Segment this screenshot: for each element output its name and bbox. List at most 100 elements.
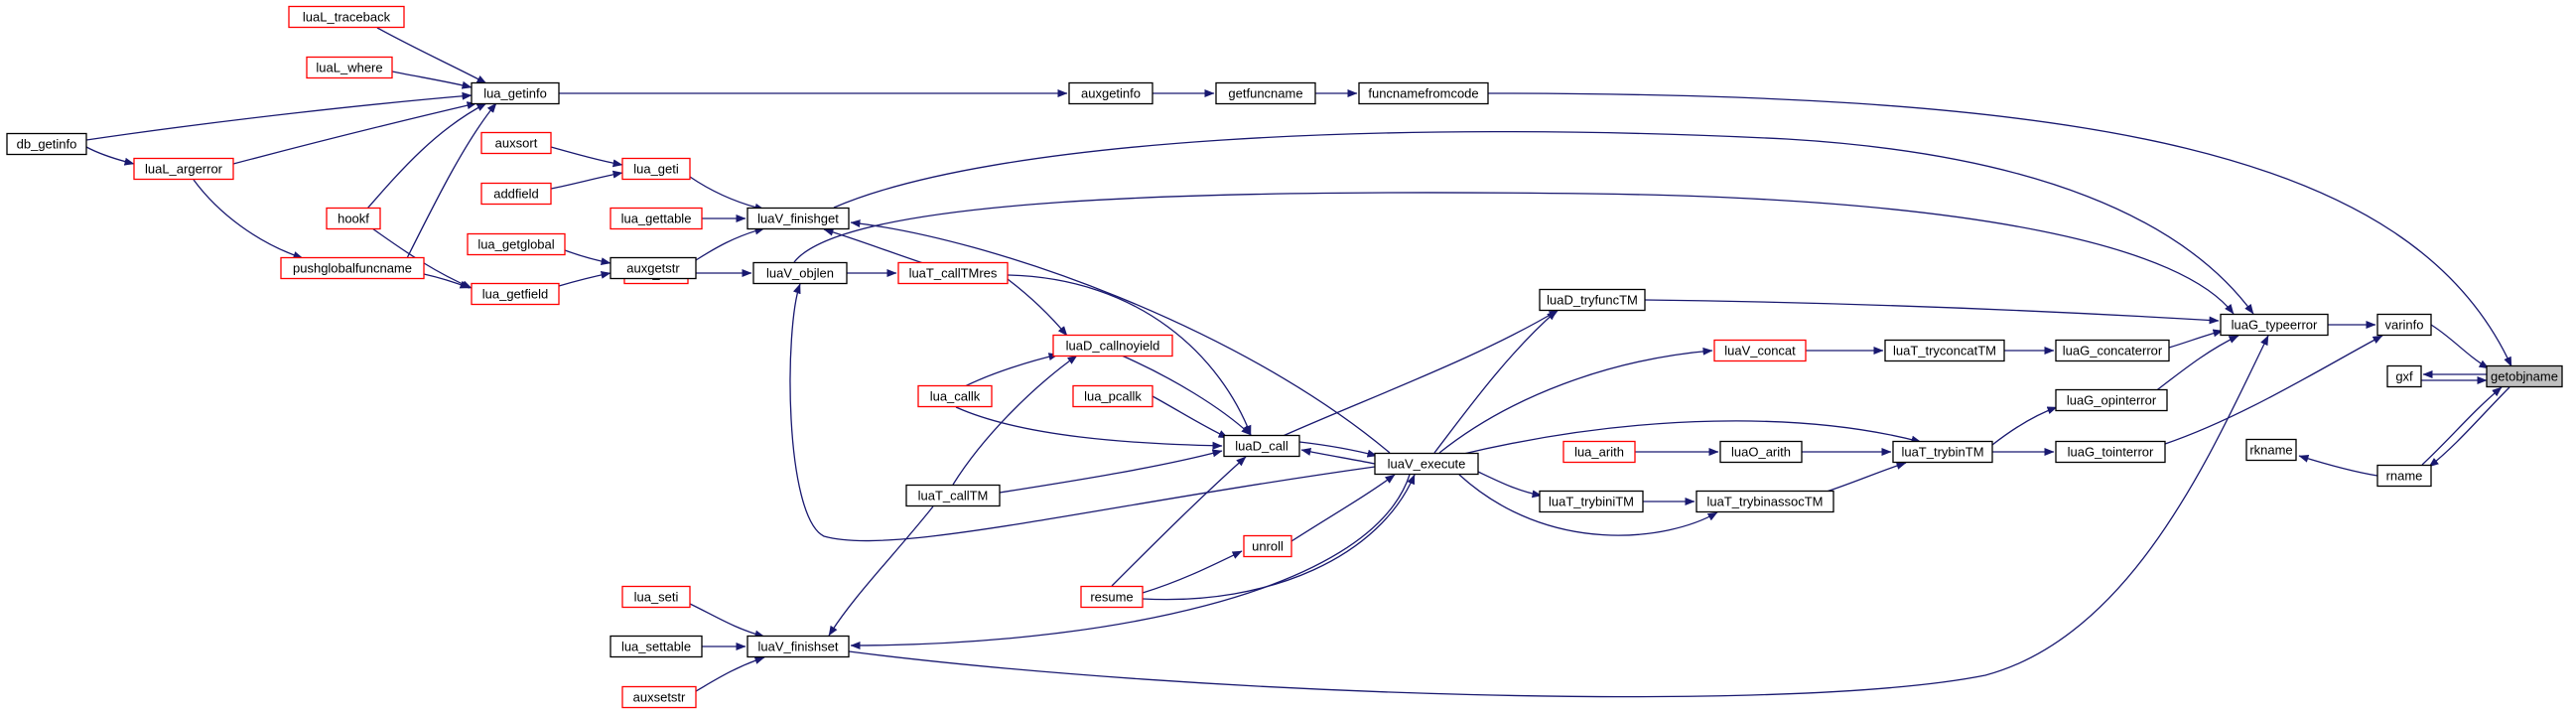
node-resume[interactable]: resume <box>1080 585 1144 609</box>
node-hookf[interactable]: hookf <box>326 207 381 230</box>
node-label: lua_arith <box>1574 445 1624 460</box>
node-box <box>610 635 703 658</box>
node-layer: getobjname varinfo gxf rname rkname luaG_type… <box>6 5 2563 709</box>
node-gxf[interactable]: gxf <box>2386 364 2422 388</box>
node-lual-where[interactable]: luaL_where <box>306 56 393 79</box>
node-box <box>471 282 560 306</box>
node-getfuncname[interactable]: getfuncname <box>1215 81 1316 105</box>
node-label: luaV_objlen <box>766 266 834 281</box>
node-label: lua_gettable <box>621 212 692 226</box>
node-luat-trybinitm[interactable]: luaT_trybiniTM <box>1539 490 1644 513</box>
edge-varinfo-to-getobjname <box>2430 324 2490 369</box>
node-box <box>621 685 697 709</box>
node-lua-geti[interactable]: lua_geti <box>621 157 691 181</box>
node-box <box>326 207 381 230</box>
node-luav-concat[interactable]: luaV_concat <box>1713 339 1807 362</box>
edge-exec-to-objlen <box>789 283 1376 542</box>
node-luav-objlen[interactable]: luaV_objlen <box>752 261 848 285</box>
edge-callnoyield-to-call <box>1121 355 1252 436</box>
node-luag-typeerror[interactable]: luaG_typeerror <box>2220 313 2329 337</box>
node-auxgetstr[interactable]: auxgetstr <box>610 256 697 280</box>
node-pushglobalfuncname[interactable]: pushglobalfuncname <box>280 256 425 280</box>
node-lual-argerror[interactable]: luaL_argerror <box>133 157 234 181</box>
edge-exec-to-finishset <box>850 474 1411 649</box>
edge-exec-to-bini <box>1477 471 1543 499</box>
node-auxsetstr[interactable]: auxsetstr <box>621 685 697 709</box>
node-label: lua_getglobal <box>477 237 554 252</box>
node-luad-tryfunctm[interactable]: luaD_tryfuncTM <box>1539 288 1646 312</box>
node-box <box>480 182 552 206</box>
node-funcnamefromcode[interactable]: funcnamefromcode <box>1358 81 1489 105</box>
node-lua-callk[interactable]: lua_callk <box>917 384 993 408</box>
node-lual-traceback[interactable]: luaL_traceback <box>288 5 405 29</box>
node-luag-concaterror[interactable]: luaG_concaterror <box>2055 339 2170 362</box>
node-luav-execute[interactable]: luaV_execute <box>1374 452 1479 476</box>
node-luav-finishget[interactable]: luaV_finishget <box>746 207 850 230</box>
node-rname[interactable]: rname <box>2376 464 2432 488</box>
node-luat-calltmres[interactable]: luaT_callTMres <box>897 261 1009 285</box>
node-lua-pcallk[interactable]: lua_pcallk <box>1072 384 1153 408</box>
node-luad-callnoyield[interactable]: luaD_callnoyield <box>1052 334 1173 358</box>
node-label: luaD_tryfuncTM <box>1547 293 1638 308</box>
node-luav-finishset[interactable]: luaV_finishset <box>746 635 850 658</box>
node-box <box>1374 452 1479 476</box>
node-lua-arith[interactable]: lua_arith <box>1562 440 1636 464</box>
node-lua-getinfo[interactable]: lua_getinfo <box>471 81 560 105</box>
node-db-getinfo[interactable]: db_getinfo <box>6 132 87 156</box>
edge-calltm-to-call <box>999 449 1223 494</box>
node-label: getobjname <box>2491 369 2558 384</box>
edge-tryfunc-to-typeerror <box>1644 299 2220 325</box>
edge-getglobal-to-auxgetstr <box>564 249 611 266</box>
node-luag-opinterror[interactable]: luaG_opinterror <box>2055 388 2168 412</box>
node-box <box>897 261 1009 285</box>
node-box <box>2220 313 2329 337</box>
node-luao-arith[interactable]: luaO_arith <box>1719 440 1803 464</box>
node-box <box>1215 81 1316 105</box>
node-box <box>1884 339 2005 362</box>
node-label: luaO_arith <box>1731 445 1791 460</box>
node-lua-settable[interactable]: lua_settable <box>610 635 703 658</box>
node-luat-trybintm[interactable]: luaT_trybinTM <box>1892 440 1993 464</box>
node-label: unroll <box>1252 539 1284 554</box>
edge-callk-to-call <box>955 406 1223 450</box>
node-box <box>2486 364 2563 388</box>
node-box <box>752 261 848 285</box>
node-rkname[interactable]: rkname <box>2245 438 2297 462</box>
node-label: luaT_callTMres <box>909 266 998 281</box>
node-addfield[interactable]: addfield <box>480 182 552 206</box>
node-box <box>288 5 405 29</box>
node-label: luaD_call <box>1235 439 1288 454</box>
node-lua-seti[interactable]: lua_seti <box>621 585 691 609</box>
node-unroll[interactable]: unroll <box>1243 534 1292 558</box>
edge-auxgetstr-to-finishget <box>695 226 765 261</box>
node-auxsort[interactable]: auxsort <box>480 131 552 155</box>
edge-funcnamefromcode-to-getobjname <box>1487 92 2512 367</box>
node-getobjname: getobjname <box>2486 364 2563 388</box>
node-lua-getglobal[interactable]: lua_getglobal <box>467 232 566 256</box>
edge-trybin-to-opinterror <box>1991 406 2058 446</box>
node-luat-tryconcattm[interactable]: luaT_tryconcatTM <box>1884 339 2005 362</box>
edge-argerror-to-getinfo <box>232 101 477 165</box>
node-box <box>1719 440 1803 464</box>
node-label: luaV_finishget <box>757 212 839 226</box>
node-auxgetinfo[interactable]: auxgetinfo <box>1068 81 1153 105</box>
node-lua-gettable[interactable]: lua_gettable <box>610 207 703 230</box>
node-box <box>467 232 566 256</box>
node-box <box>610 207 703 230</box>
node-box <box>471 81 560 105</box>
node-lua-getfield[interactable]: lua_getfield <box>471 282 560 306</box>
node-label: varinfo <box>2384 318 2423 333</box>
node-luat-calltm[interactable]: luaT_callTM <box>905 484 1001 507</box>
node-box <box>480 131 552 155</box>
edge-rname-to-rkname <box>2298 454 2378 477</box>
edge-traceback-to-getinfo <box>376 27 487 84</box>
node-box <box>1243 534 1292 558</box>
edge-getfield-to-auxgetstr <box>558 270 611 287</box>
node-varinfo[interactable]: varinfo <box>2376 313 2432 337</box>
node-label: luaL_traceback <box>303 10 391 25</box>
node-box <box>905 484 1001 507</box>
edge-hookf-to-getinfo <box>366 102 487 210</box>
node-luad-call[interactable]: luaD_call <box>1223 434 1300 458</box>
node-luag-tointerror[interactable]: luaG_tointerror <box>2055 440 2166 464</box>
node-luat-trybinassoctm[interactable]: luaT_trybinassocTM <box>1695 490 1834 513</box>
